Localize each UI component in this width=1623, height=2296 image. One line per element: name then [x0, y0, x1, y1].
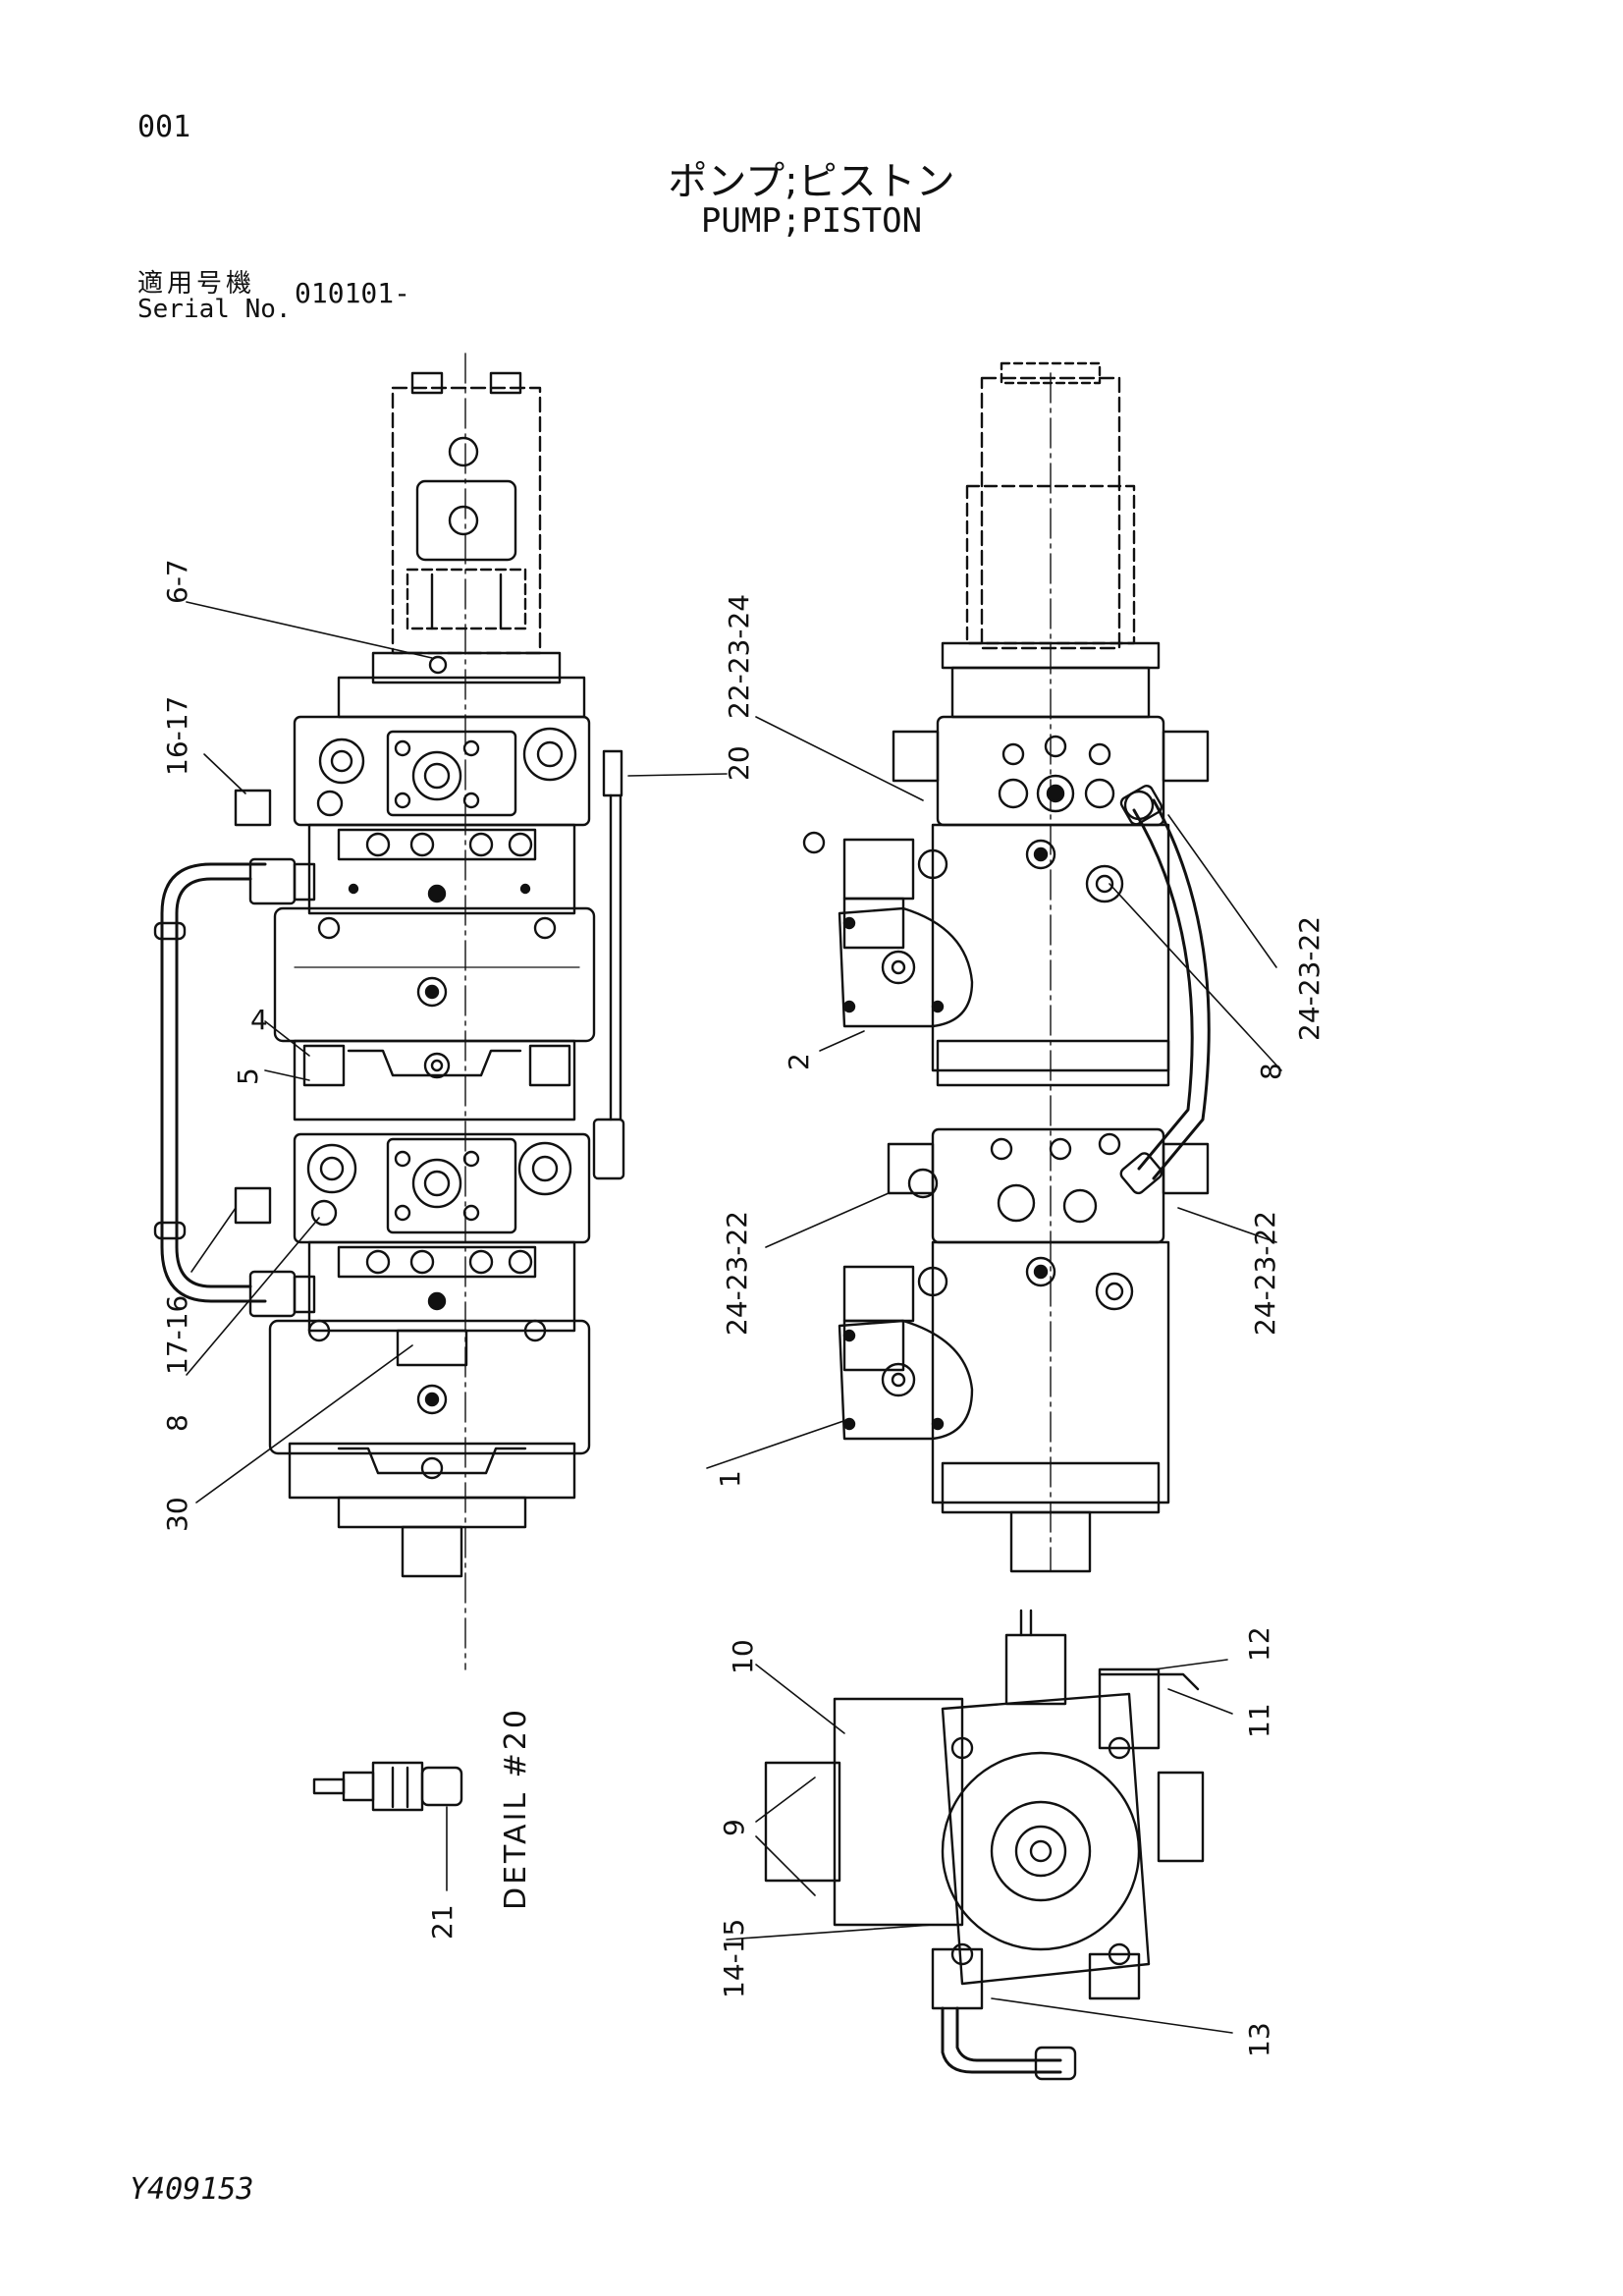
callout-17-16: 17-16 [161, 1295, 193, 1375]
callout-24-23-22-c: 24-23-22 [1249, 1211, 1281, 1336]
pump-side-view [802, 361, 1211, 1573]
serial-number-value: 010101- [295, 277, 411, 309]
callout-21: 21 [426, 1904, 459, 1940]
callout-8-right: 8 [1255, 1063, 1287, 1080]
callout-10: 10 [727, 1639, 759, 1674]
detail-20-drawing [312, 1761, 463, 1812]
title-japanese: ポンプ;ピストン [668, 159, 955, 204]
callout-12: 12 [1243, 1626, 1275, 1662]
callout-4: 4 [250, 1004, 268, 1036]
callout-1: 1 [714, 1470, 746, 1488]
callout-labels: 6-7 16-17 4 5 17-16 8 30 22-23-24 20 2 2… [161, 559, 1325, 2057]
callout-24-23-22-b: 24-23-22 [721, 1211, 753, 1336]
callout-11: 11 [1243, 1703, 1275, 1738]
callout-14-15: 14-15 [718, 1919, 750, 1998]
callouts [186, 601, 1282, 2034]
callout-5: 5 [232, 1067, 264, 1085]
callout-30: 30 [161, 1497, 193, 1532]
callout-9: 9 [718, 1819, 750, 1836]
serial-label-japanese: 適用号機 [137, 269, 256, 299]
callout-22-23-24: 22-23-24 [723, 594, 755, 719]
callout-20: 20 [723, 745, 755, 781]
page-number: 001 [137, 110, 191, 144]
serial-label-english: Serial No. [137, 295, 292, 324]
detail-label-group: DETAIL #20 [499, 1707, 533, 1910]
callout-13: 13 [1243, 2022, 1275, 2057]
callout-16-17: 16-17 [161, 696, 193, 776]
drawing-number: Y409153 [130, 2172, 254, 2207]
callout-8-left: 8 [161, 1414, 193, 1432]
pump-end-view [764, 1609, 1205, 2081]
callout-2: 2 [783, 1053, 815, 1070]
pump-front-view [153, 353, 625, 1670]
callout-24-23-22-a: 24-23-22 [1293, 916, 1325, 1041]
callout-6-7: 6-7 [161, 559, 193, 604]
detail-20-label: DETAIL #20 [499, 1707, 533, 1910]
title-english: PUMP;PISTON [700, 201, 923, 241]
